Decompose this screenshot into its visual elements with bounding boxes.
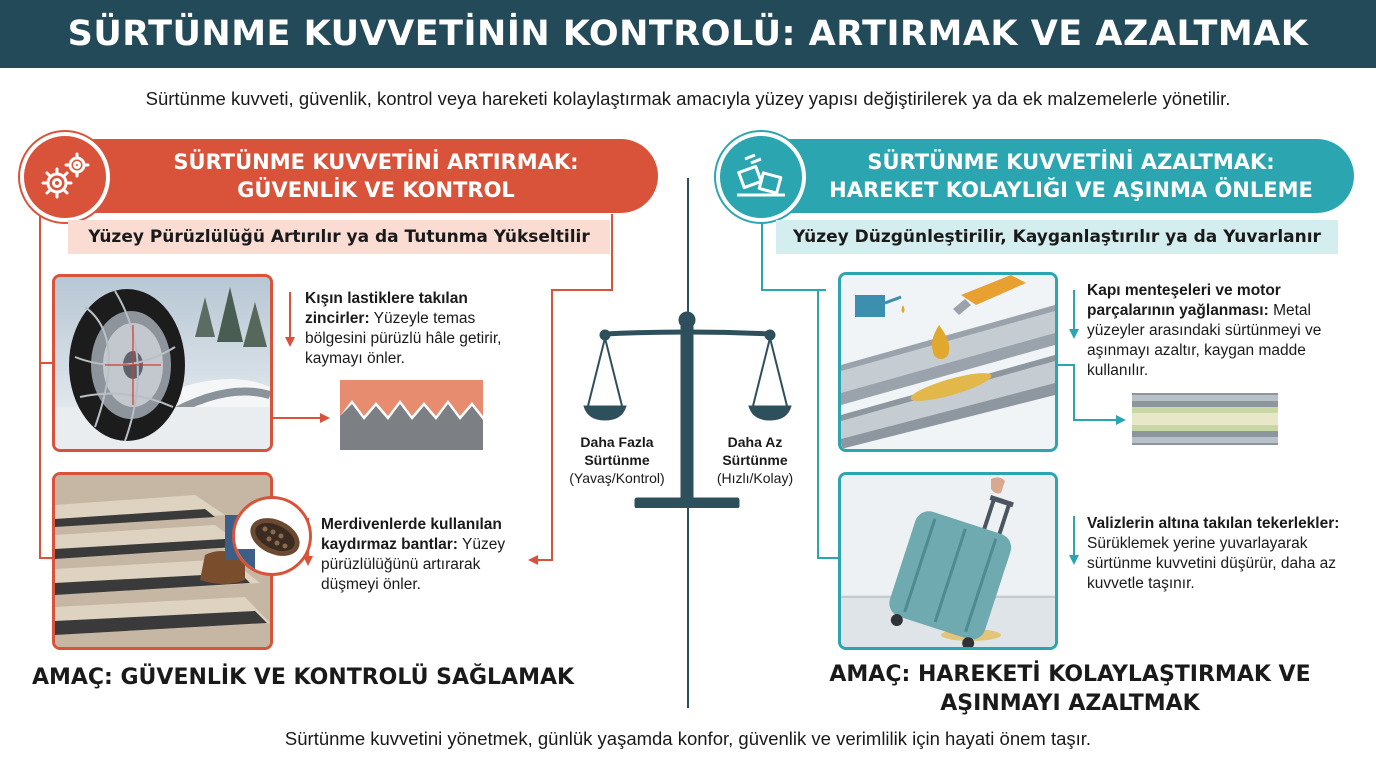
sliding-blocks-icon	[716, 132, 806, 222]
lubricated-surface-illustration	[1132, 393, 1278, 445]
increase-goal: AMAÇ: GÜVENLİK VE KONTROLÜ SAĞLAMAK	[31, 665, 575, 690]
page-title: SÜRTÜNME KUVVETİNİN KONTROLÜ: ARTIRMAK V…	[67, 14, 1309, 54]
lubrication-text: Metal yüzeyler arasındaki sürtünmeyi ve …	[1087, 302, 1322, 379]
lubrication-description: Kapı menteşeleri ve motor parçalarının y…	[1087, 281, 1357, 381]
less-friction-label: Daha Az Sürtünme (Hızlı/Kolay)	[700, 433, 810, 487]
more-friction-label: Daha Fazla Sürtünme (Yavaş/Kontrol)	[556, 433, 678, 487]
increase-banner-line1: SÜRTÜNME KUVVETİNİ ARTIRMAK:	[173, 150, 579, 174]
more-friction-title: Daha Fazla Sürtünme	[580, 434, 654, 468]
reduce-banner-line1: SÜRTÜNME KUVVETİNİ AZALTMAK:	[867, 150, 1275, 174]
anti-slip-stairs-image	[52, 472, 273, 650]
less-friction-title: Daha Az Sürtünme	[722, 434, 788, 468]
reduce-friction-banner: SÜRTÜNME KUVVETİNİ AZALTMAK: HAREKET KOL…	[760, 139, 1354, 213]
reduce-method-pill: Yüzey Düzgünleştirilir, Kayganlaştırılır…	[776, 220, 1338, 254]
footer-text: Sürtünme kuvvetini yönetmek, günlük yaşa…	[284, 728, 1092, 749]
anti-slip-tape-title: Merdivenlerde kullanılan kaydırmaz bantl…	[321, 516, 502, 553]
tire-chain-image	[52, 274, 273, 452]
increase-banner-line2: GÜVENLİK VE KONTROL	[237, 178, 515, 202]
increase-method-pill: Yüzey Pürüzlülüğü Artırılır ya da Tutunm…	[68, 220, 610, 254]
reduce-banner-line2: HAREKET KOLAYLIĞI VE AŞINMA ÖNLEME	[829, 178, 1313, 202]
tire-chain-title: Kışın lastiklere takılan zincirler:	[305, 290, 468, 327]
reduce-goal-line1: AMAÇ: HAREKETİ KOLAYLAŞTIRMAK VE	[829, 662, 1311, 687]
reduce-goal: AMAÇ: HAREKETİ KOLAYLAŞTIRMAK VE AŞINMAY…	[790, 660, 1350, 718]
lubrication-title: Kapı menteşeleri ve motor parçalarının y…	[1087, 282, 1281, 319]
less-friction-sub: (Hızlı/Kolay)	[716, 470, 794, 486]
anti-slip-tape-text: Yüzey pürüzlülüğünü artırarak düşmeyi ön…	[321, 536, 506, 593]
lubrication-image	[838, 272, 1058, 452]
increase-friction-banner: SÜRTÜNME KUVVETİNİ ARTIRMAK: GÜVENLİK VE…	[60, 139, 658, 213]
more-friction-sub: (Yavaş/Kontrol)	[569, 470, 665, 486]
tire-chain-description: Kışın lastiklere takılan zincirler: Yüze…	[305, 289, 520, 369]
header-bar: SÜRTÜNME KUVVETİNİN KONTROLÜ: ARTIRMAK V…	[0, 0, 1376, 68]
shoe-sole-detail-icon	[232, 496, 312, 576]
center-divider	[687, 178, 689, 708]
gears-icon	[20, 132, 110, 222]
suitcase-wheels-description: Valizlerin altına takılan tekerlekler: S…	[1087, 514, 1357, 594]
rough-surface-illustration	[340, 380, 483, 450]
reduce-goal-line2: AŞINMAYI AZALTMAK	[940, 691, 1200, 716]
tire-chain-text: Yüzeyle temas bölgesini pürüzlü hâle get…	[305, 310, 502, 367]
suitcase-wheels-title: Valizlerin altına takılan tekerlekler:	[1087, 515, 1340, 532]
suitcase-wheels-image	[838, 472, 1058, 650]
intro-text: Sürtünme kuvveti, güvenlik, kontrol veya…	[145, 88, 1231, 109]
suitcase-wheels-text: Sürüklemek yerine yuvarlayarak sürtünme …	[1087, 535, 1336, 592]
anti-slip-tape-description: Merdivenlerde kullanılan kaydırmaz bantl…	[321, 515, 533, 595]
